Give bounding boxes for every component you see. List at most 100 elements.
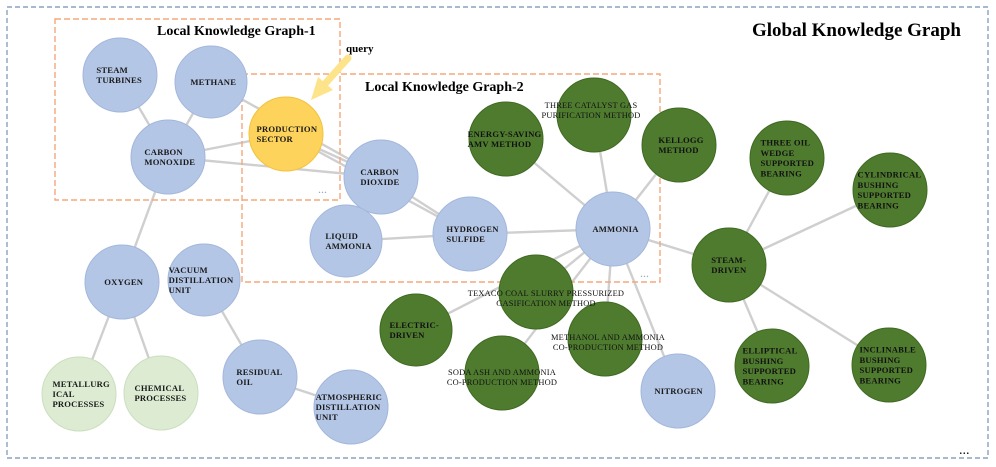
node-oxygen[interactable]: OXYGEN — [84, 244, 160, 320]
node-circle — [313, 369, 389, 445]
node-label: TURBINES — [96, 75, 142, 85]
node-label: DISTILLATION — [169, 275, 234, 285]
node-label: NITROGEN — [654, 386, 703, 396]
local-graph-1-ellipsis: ... — [318, 182, 327, 196]
query-arrow — [311, 54, 352, 100]
node-label: INCLINABLE — [860, 345, 917, 355]
node-electric-driven[interactable]: ELECTRIC-DRIVEN — [379, 293, 453, 367]
node-label: BEARING — [858, 200, 900, 210]
node-circle — [734, 328, 810, 404]
node-circle — [222, 339, 298, 415]
node-circle — [567, 301, 643, 377]
node-label: WEDGE — [760, 148, 794, 158]
node-label: OXYGEN — [104, 277, 144, 287]
node-label: CHEMICAL — [134, 383, 184, 393]
node-label: METHOD — [658, 145, 698, 155]
local-graph-2-title: Local Knowledge Graph-2 — [365, 80, 524, 95]
node-label: SUPPORTED — [858, 190, 912, 200]
global-graph-title: Global Knowledge Graph — [752, 20, 961, 41]
node-nitrogen[interactable]: NITROGEN — [640, 353, 716, 429]
node-texaco[interactable] — [498, 254, 574, 330]
node-circle — [749, 120, 825, 196]
node-label: SUPPORTED — [860, 365, 914, 375]
node-circle — [575, 191, 651, 267]
local-graph-2-ellipsis: ... — [640, 266, 649, 280]
node-label: SULFIDE — [446, 234, 485, 244]
node-label: KELLOGG — [658, 135, 703, 145]
node-label: ICAL — [52, 389, 74, 399]
node-methanol-ammonia[interactable] — [567, 301, 643, 377]
node-circle — [468, 101, 544, 177]
node-label: LIQUID — [325, 231, 358, 241]
node-circle — [852, 152, 928, 228]
node-circle — [130, 119, 206, 195]
node-label: AMV METHOD — [468, 139, 532, 149]
node-label: BUSHING — [858, 180, 899, 190]
node-label: PROCESSES — [52, 399, 104, 409]
node-label: SUPPORTED — [760, 158, 814, 168]
query-arrow-head — [311, 77, 333, 100]
node-label: MONOXIDE — [144, 157, 195, 167]
node-label: OIL — [236, 377, 252, 387]
node-label: DRIVEN — [711, 265, 747, 275]
node-circle — [556, 77, 632, 153]
node-ammonia[interactable]: AMMONIA — [575, 191, 651, 267]
global-graph-ellipsis: ... — [959, 443, 970, 458]
node-label: STEAM- — [711, 255, 746, 265]
node-label: SECTOR — [257, 134, 294, 144]
node-label: STEAM — [96, 65, 128, 75]
node-circle — [167, 243, 241, 317]
node-label: ELLIPTICAL — [743, 346, 798, 356]
floating-label-soda-ash: CO-PRODUCTION METHOD — [447, 378, 557, 387]
node-label: BEARING — [860, 375, 902, 385]
node-label: VACUUM — [169, 265, 208, 275]
node-circle — [82, 37, 158, 113]
query-arrow-shaft — [320, 54, 352, 89]
local-graph-2-frame — [241, 73, 661, 283]
node-steam-driven[interactable]: STEAM-DRIVEN — [691, 227, 767, 303]
global-graph-frame — [6, 6, 989, 459]
local-graph-1-frame — [54, 18, 341, 201]
node-label: UNIT — [316, 412, 338, 422]
node-circle — [464, 335, 540, 411]
node-label: BEARING — [760, 168, 802, 178]
floating-label-texaco: TEXACO COAL SLURRY PRESSURIZED — [468, 289, 624, 298]
floating-label-methanol-ammonia: CO-PRODUCTION METHOD — [553, 343, 663, 352]
node-label: CYLINDRICAL — [858, 170, 922, 180]
floating-label-three-catalyst: THREE CATALYST GAS — [545, 101, 638, 110]
node-label: DISTILLATION — [316, 402, 381, 412]
node-soda-ash[interactable] — [464, 335, 540, 411]
node-label: THREE OIL — [760, 138, 810, 148]
node-label: BUSHING — [860, 355, 901, 365]
node-methane[interactable]: METHANE — [174, 45, 248, 119]
node-label: ATMOSPHERIC — [316, 392, 383, 402]
query-label: query — [346, 43, 374, 55]
node-label: AMMONIA — [592, 224, 639, 234]
node-circle — [691, 227, 767, 303]
node-label: PRODUCTION — [257, 124, 318, 134]
node-circle — [640, 353, 716, 429]
node-label: BEARING — [743, 376, 785, 386]
node-three-catalyst[interactable] — [556, 77, 632, 153]
node-label: CARBON — [144, 147, 183, 157]
